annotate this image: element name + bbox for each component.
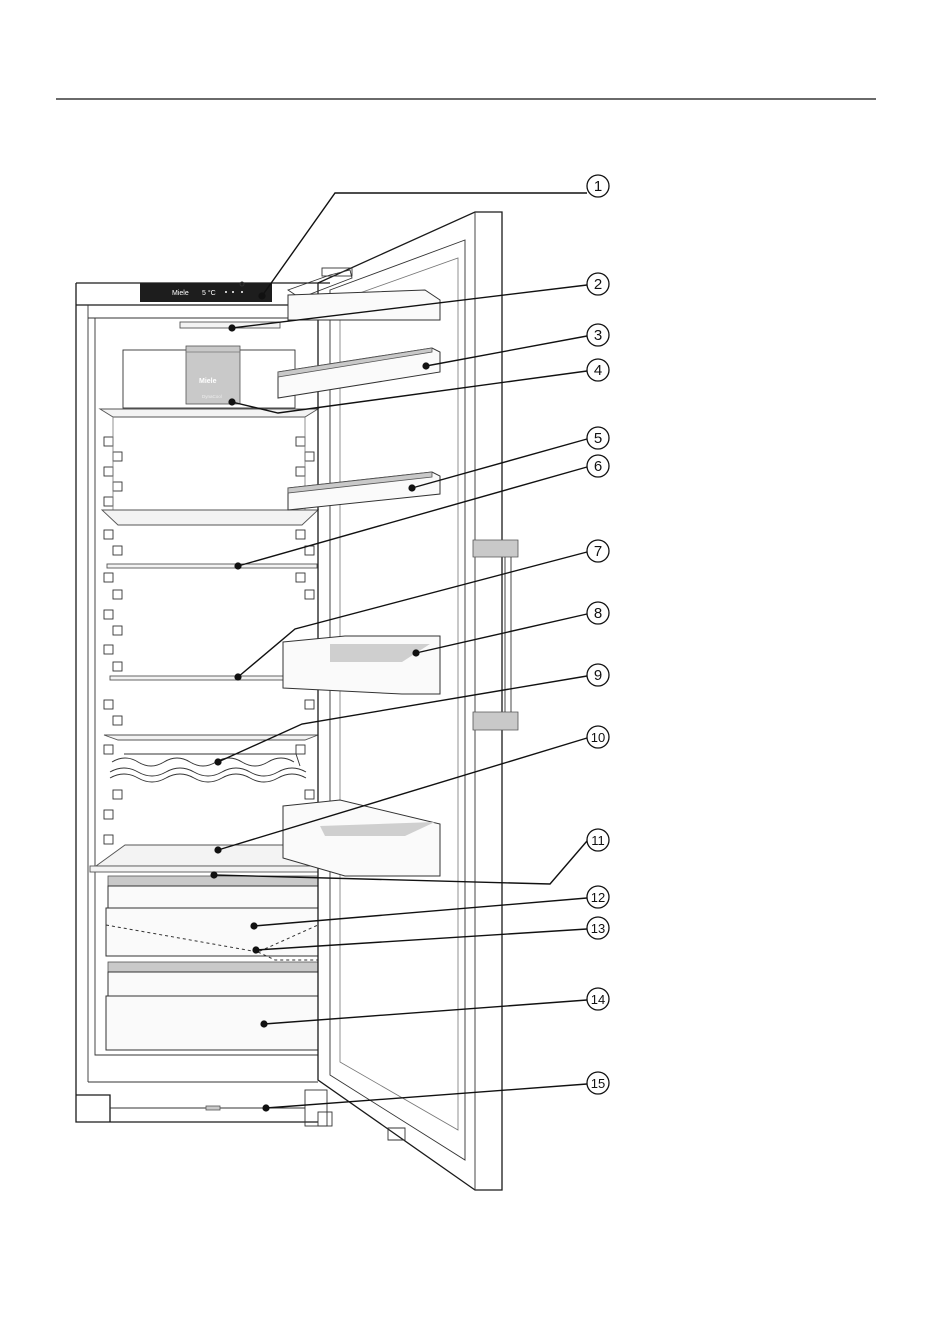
control-panel-temperature: 5 °C: [202, 289, 216, 297]
callout-13-number: 13: [591, 921, 605, 936]
control-panel-brand: Miele: [172, 290, 189, 297]
glass-shelves: [100, 409, 318, 740]
callout-1-number: 1: [594, 178, 602, 195]
callout-9-number: 9: [594, 667, 602, 684]
callout-5-number: 5: [594, 430, 602, 447]
callout-14: 14: [587, 988, 609, 1010]
callout-10-number: 10: [591, 730, 605, 745]
callout-13: 13: [587, 917, 609, 939]
callout-4-number: 4: [594, 362, 602, 379]
callout-8-number: 8: [594, 605, 602, 622]
drawers: [106, 876, 318, 1050]
callout-2: 2: [587, 273, 609, 295]
callout-15-number: 15: [591, 1076, 605, 1091]
callout-4: 4: [587, 359, 609, 381]
callout-12-number: 12: [591, 890, 605, 905]
callout-7: 7: [587, 540, 609, 562]
callout-15: 15: [587, 1072, 609, 1094]
callout-9: 9: [587, 664, 609, 686]
callout-14-number: 14: [591, 992, 605, 1007]
callout-3: 3: [587, 324, 609, 346]
callout-5: 5: [587, 427, 609, 449]
drawer-logo-brand: Miele: [199, 378, 217, 385]
door-shelves: [278, 290, 440, 876]
callout-11: 11: [587, 829, 609, 851]
bottle-rack: [110, 754, 306, 782]
callout-3-number: 3: [594, 327, 602, 344]
callout-11-number: 11: [591, 833, 605, 848]
callout-6-number: 6: [594, 458, 602, 475]
callout-7-number: 7: [594, 543, 602, 560]
callout-6: 6: [587, 455, 609, 477]
dynacool-fan: Miele DynaCool: [123, 346, 295, 408]
callout-1: 1: [587, 175, 609, 197]
callout-2-number: 2: [594, 276, 602, 293]
callout-8: 8: [587, 602, 609, 624]
control-panel: Miele 5 °C: [140, 282, 272, 302]
callout-10: 10: [587, 726, 609, 748]
drawer-logo-label: DynaCool: [202, 394, 222, 399]
callout-12: 12: [587, 886, 609, 908]
shelf-supports: [104, 437, 314, 844]
